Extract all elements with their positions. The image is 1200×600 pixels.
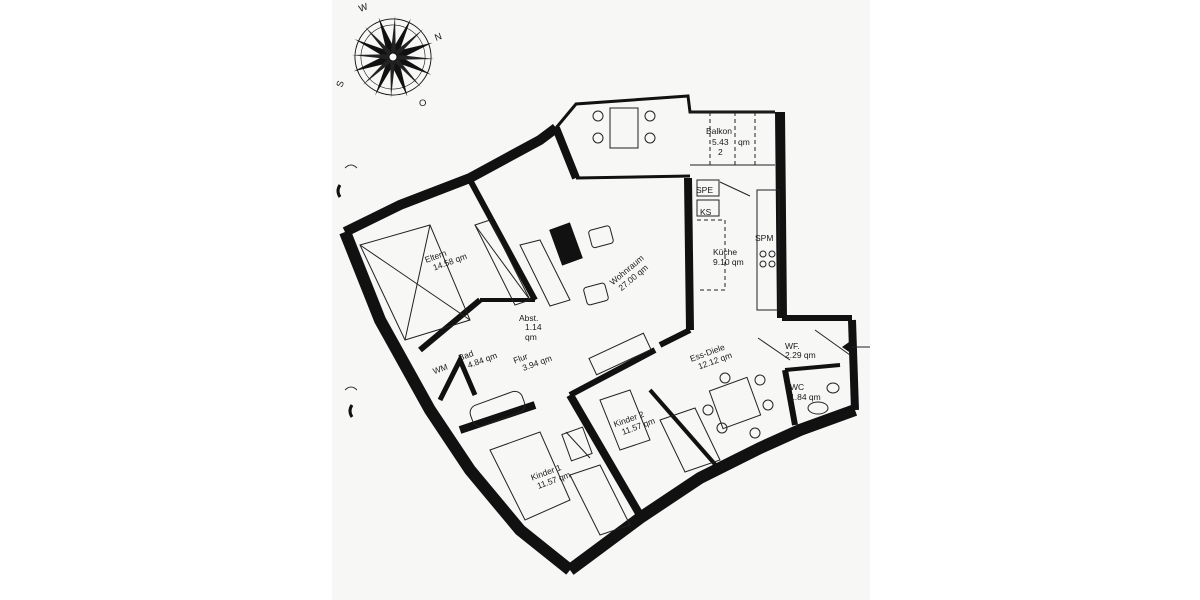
- room-label-wf: WF. 2.29 qm: [785, 341, 816, 360]
- walls: [339, 94, 859, 575]
- room-label-wc: WC 1.84 qm: [790, 382, 821, 402]
- fixture-ks: KS: [700, 207, 712, 217]
- compass-label-east: O: [419, 98, 426, 109]
- compass-label-west: W: [357, 1, 369, 14]
- room-label-ess-diele: Ess-Diele 12.12 qm: [688, 342, 733, 372]
- floor-plan-drawing: W N S O: [334, 1, 870, 575]
- fixture-spe: SPE: [696, 185, 713, 195]
- svg-text:5.43: 5.43: [712, 137, 729, 147]
- svg-text:WC: WC: [790, 382, 804, 392]
- room-label-wohnraum: Wohnraum 27.00 qm: [608, 253, 650, 293]
- room-label-kueche: Küche 9.10 qm: [713, 247, 744, 267]
- svg-text:1.84 qm: 1.84 qm: [790, 392, 821, 402]
- furniture: [359, 107, 870, 536]
- svg-text:qm: qm: [525, 332, 537, 342]
- svg-text:Abst.: Abst.: [519, 313, 538, 323]
- svg-text:9.10 qm: 9.10 qm: [713, 257, 744, 267]
- room-label-kinder1: Kinder 1 11.57 qm: [529, 462, 571, 491]
- binder-holes: [336, 164, 358, 418]
- compass-label-north: N: [433, 31, 443, 44]
- floor-plan-page: W N S O: [332, 0, 870, 600]
- compass-rose-icon: [351, 15, 435, 99]
- room-label-eltern: Eltern 14.58 qm: [423, 248, 468, 273]
- fixture-spm: SPM: [755, 233, 773, 243]
- svg-text:WF.: WF.: [785, 341, 800, 351]
- svg-text:1.14: 1.14: [525, 322, 542, 332]
- room-label-kinder2: Kinder 2 11.57 qm: [612, 409, 656, 437]
- compass-label-south: S: [334, 79, 347, 89]
- svg-text:qm: qm: [738, 137, 750, 147]
- svg-text:Küche: Küche: [713, 247, 737, 257]
- room-label-balkon: Balkon 5.43 qm 2: [706, 126, 750, 157]
- svg-text:Bad: Bad: [457, 348, 475, 363]
- fixture-wm: WM: [431, 362, 449, 377]
- svg-text:Flur: Flur: [512, 351, 529, 365]
- room-label-abst: Abst. 1.14 qm: [519, 313, 542, 342]
- svg-text:2: 2: [718, 147, 723, 157]
- svg-text:Balkon: Balkon: [706, 126, 732, 136]
- svg-text:2.29 qm: 2.29 qm: [785, 350, 816, 360]
- room-label-flur: Flur 3.94 qm: [512, 351, 553, 373]
